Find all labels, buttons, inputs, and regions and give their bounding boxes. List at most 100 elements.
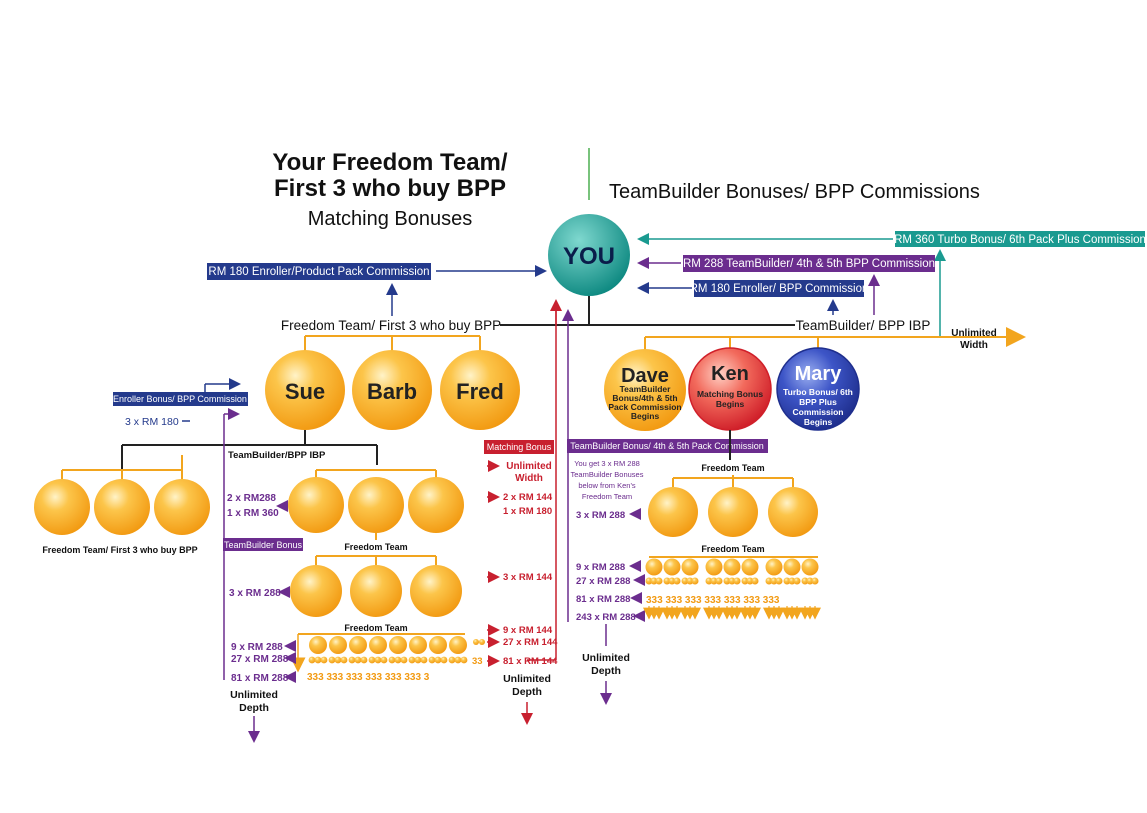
- mary-desc-3: Commission: [792, 407, 843, 417]
- right-small-circle: [723, 558, 741, 576]
- label-left-freedom-team: Freedom Team/ First 3 who buy BPP: [42, 545, 197, 555]
- left-small-circle: [409, 636, 427, 654]
- label-mid-freedom-team-1: Freedom Team: [344, 542, 407, 552]
- right-tiny-circle: [811, 577, 819, 585]
- right-tiny-circle: [686, 577, 694, 585]
- right-tiny-circle: [770, 577, 778, 585]
- left-tiny-circle: [368, 656, 376, 664]
- sue-node: [265, 350, 345, 430]
- right-tiny-circle: [801, 577, 809, 585]
- mary-label: Mary: [795, 363, 843, 385]
- badge-turbo: [895, 231, 1145, 247]
- unlimited-width-top-1: Unlimited: [951, 328, 997, 339]
- left-heading-line3: Matching Bonuses: [308, 208, 473, 230]
- right-27-rm288: 27 x RM 288: [576, 576, 630, 587]
- left-tiny-circle: [440, 656, 448, 664]
- label-right-freedom-team-2: Freedom Team: [701, 544, 764, 554]
- badge-teambuilder-288: [683, 255, 935, 272]
- label-teambuilder-bpp-ibp: TeamBuilder/BPP IBP: [228, 450, 326, 461]
- label-3-rm180: 3 x RM 180: [125, 416, 179, 428]
- matching-9-rm144: 9 x RM 144: [503, 625, 553, 636]
- badge-enroller-bonus-bpp-text: Enroller Bonus/ BPP Commission: [113, 394, 247, 404]
- left-tiny-circle: [408, 656, 416, 664]
- fred-node: [440, 350, 520, 430]
- right-ft-member-2: [708, 487, 758, 537]
- right-tiny-circle: [645, 577, 653, 585]
- left-tiny-circle: [340, 656, 348, 664]
- right-small-circle: [705, 558, 723, 576]
- you-node: [548, 214, 630, 296]
- left-ft-member-3: [154, 479, 210, 535]
- badge-enroller-bpp-text: RM 180 Enroller/ BPP Commission: [690, 283, 869, 295]
- left-small-circle: [349, 636, 367, 654]
- matching-unlimited-1: Unlimited: [506, 461, 552, 472]
- left-unlimited-depth-1: Unlimited: [230, 689, 278, 701]
- dave-desc-3: Pack Commission: [608, 402, 681, 412]
- left-tiny-circle: [388, 656, 396, 664]
- mid-ft-member-4: [290, 565, 342, 617]
- dave-desc-4: Begins: [631, 411, 660, 421]
- label-left-3-rm288: 3 x RM 288: [229, 588, 281, 599]
- right-3-rm288: 3 x RM 288: [576, 510, 625, 521]
- right-small-circle: [741, 558, 759, 576]
- right-tiny-circle: [775, 577, 783, 585]
- left-small-circle: [329, 636, 347, 654]
- right-tiny-circle: [783, 577, 791, 585]
- left-tiny-circle: [348, 656, 356, 664]
- barb-node: [352, 350, 432, 430]
- mid-ft-member-1: [288, 477, 344, 533]
- badge-teambuilder-bonus-text: TeamBuilder Bonus: [224, 540, 303, 550]
- matching-27-rm144: 27 x RM 144: [503, 637, 558, 648]
- label-2-rm288: 2 x RM288: [227, 493, 276, 504]
- mid-ft-member-5: [350, 565, 402, 617]
- right-small-circle: [663, 558, 681, 576]
- right-small-circle: [681, 558, 699, 576]
- right-tiny-circle: [751, 577, 759, 585]
- matching-2-rm144: 2 x RM 144: [503, 492, 553, 503]
- right-unlimited-depth-1: Unlimited: [582, 652, 630, 664]
- matching-33: 33: [472, 656, 483, 667]
- mary-desc-1: Turbo Bonus/ 6th: [783, 387, 853, 397]
- mary-desc-4: Begins: [804, 417, 833, 427]
- ken-desc-1: Matching Bonus: [697, 389, 763, 399]
- left-ft-member-2: [94, 479, 150, 535]
- mid-ft-member-2: [348, 477, 404, 533]
- right-small-circle: [645, 558, 663, 576]
- right-unlimited-depth-2: Depth: [591, 665, 621, 677]
- badge-matching-bonus-text: Matching Bonus: [487, 442, 552, 452]
- left-tiny-circle: [354, 656, 362, 664]
- barb-label: Barb: [367, 379, 417, 404]
- mary-node: [776, 347, 860, 431]
- badge-enroller-product: [207, 263, 431, 280]
- right-tiny-circle: [723, 577, 731, 585]
- mid-ft-member-6: [410, 565, 462, 617]
- left-unlimited-depth-2: Depth: [239, 702, 269, 714]
- left-tiny-circle: [434, 656, 442, 664]
- right-9-rm288: 9 x RM 288: [576, 562, 625, 573]
- right-ft-member-1: [648, 487, 698, 537]
- label-left-9-rm288: 9 x RM 288: [231, 642, 283, 653]
- right-bottom-arrows: [643, 606, 821, 620]
- left-small-circle: [449, 636, 467, 654]
- right-tiny-circle: [705, 577, 713, 585]
- left-tiny-circle: [414, 656, 422, 664]
- matching-81-rm144: 81 x RM 144: [503, 656, 558, 667]
- badge-turbo-text: RM 360 Turbo Bonus/ 6th Pack Plus Commis…: [894, 234, 1146, 246]
- right-tiny-circle: [691, 577, 699, 585]
- right-tiny-circle: [728, 577, 736, 585]
- label-mid-freedom-team-2: Freedom Team: [344, 623, 407, 633]
- right-tiny-circle: [655, 577, 663, 585]
- left-heading-line1: Your Freedom Team/: [272, 149, 507, 176]
- dave-node: [604, 349, 686, 431]
- you-label: YOU: [563, 243, 615, 270]
- label-1-rm360: 1 x RM 360: [227, 508, 279, 519]
- right-tiny-circle: [741, 577, 749, 585]
- right-small-circle: [783, 558, 801, 576]
- mary-desc-2: BPP Plus: [799, 397, 837, 407]
- badge-enroller-bonus-bpp: [113, 392, 248, 406]
- label-freedom-team-bpp: Freedom Team/ First 3 who buy BPP: [281, 318, 501, 333]
- badge-enroller-product-text: RM 180 Enroller/Product Pack Commission: [208, 266, 429, 278]
- label-left-81-rm288: 81 x RM 288: [231, 673, 289, 684]
- left-bottom-digits: 333 333 333 333 333 333 3: [307, 672, 430, 683]
